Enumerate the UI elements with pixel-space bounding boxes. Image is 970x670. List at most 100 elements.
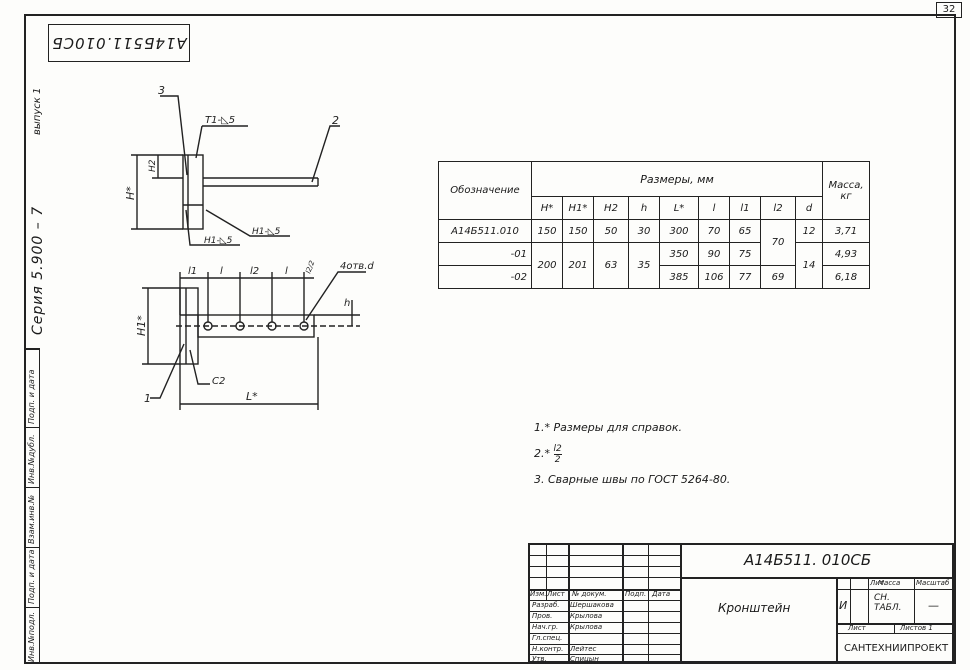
bracket-drawing: 3 2 1 Т1-◺5 Н1-◺5 Н1-◺5 H* H2 H1* L* l1 … [124, 84, 374, 410]
cell-l1: 77 [729, 265, 761, 289]
cell-l: 70 [698, 219, 730, 243]
inverted-stamp: А14Б511.010СБ [48, 24, 190, 62]
side-cell: Подп. и дата [25, 349, 39, 427]
header-designation: Обозначение [438, 161, 532, 220]
role: Н.контр. [532, 645, 564, 653]
header-l2: l2 [760, 196, 796, 220]
cell-mass: 3,71 [822, 219, 870, 243]
side-cell: Взам.инв.№ [25, 487, 39, 547]
title-block: Изм. Лист № докум. Подп. Дата Разраб. Пр… [528, 543, 954, 663]
leader-weld-t1 [195, 125, 203, 159]
role: Пров. [532, 612, 553, 620]
cell-h-merged: 35 [628, 242, 660, 289]
header-h: h [628, 196, 660, 220]
dimensions-table: Обозначение Размеры, мм Масса, кг H* H1*… [438, 161, 870, 289]
notes: 1.* Размеры для справок. 2.* l2 2 3. Сва… [534, 415, 730, 493]
cell-mass: 6,18 [822, 265, 870, 289]
side-cell: Инв.№подл. [25, 607, 39, 663]
cell-H1-merged: 201 [562, 242, 594, 289]
label-pos3: 3 [158, 84, 165, 97]
cell-H: 150 [531, 219, 563, 243]
label-c2: С2 [212, 376, 225, 387]
cell-L: 300 [659, 219, 699, 243]
sheets-label: Листов 1 [900, 624, 933, 632]
cell-l2: 69 [760, 265, 796, 289]
role: Нач.гр. [532, 623, 559, 631]
leader-c2 [189, 349, 210, 385]
header-H2: H2 [593, 196, 629, 220]
cell-L: 385 [659, 265, 699, 289]
cell-h: 30 [628, 219, 660, 243]
label-l-b: l [285, 266, 288, 277]
side-cell: Инв.№дубл. [25, 427, 39, 487]
label-h: h [344, 298, 350, 309]
person: Лейтес [570, 645, 597, 653]
leader-1 [150, 343, 185, 399]
role: Утв. [532, 655, 547, 663]
label-holes: 4отв.d [340, 261, 374, 272]
cell-l1: 65 [729, 219, 761, 243]
note-2-prefix: 2.* [534, 447, 550, 460]
label-l1: l1 [188, 266, 197, 277]
label-pos2: 2 [332, 114, 339, 127]
header-sizes-group: Размеры, мм [531, 161, 823, 197]
note-2: 2.* l2 2 [534, 441, 730, 467]
header-d: d [795, 196, 823, 220]
label-H2: H2 [148, 159, 158, 172]
label-pos1: 1 [144, 392, 151, 405]
label-weld-t1: Т1-◺5 [205, 115, 235, 126]
page-number: 32 [936, 2, 962, 18]
leader-3 [160, 95, 188, 176]
side-cell: Подп. и дата [25, 547, 39, 607]
header-H1: H1* [562, 196, 594, 220]
header-mass: Масса, кг [822, 161, 870, 220]
leader-holes [305, 271, 366, 321]
side-label: Инв.№дубл. [27, 434, 36, 484]
sheet-label: Лист [848, 624, 866, 632]
cell-d-merged: 14 [795, 242, 823, 289]
leader-weld-n1 [205, 209, 290, 237]
side-approval-column: Подп. и дата Инв.№дубл. Взам.инв.№ Подп.… [24, 348, 40, 664]
person: Шершакова [570, 601, 614, 609]
drawing-frame [24, 14, 956, 664]
label-l2-half: l2/2 [304, 259, 316, 275]
cell-mass: 4,93 [822, 242, 870, 266]
table-row: А14Б511.010 150 150 50 30 300 70 65 70 1… [438, 219, 870, 266]
leader-2 [311, 125, 340, 183]
header-H: H* [531, 196, 563, 220]
scale-label: Масштаб [916, 579, 950, 587]
scale-value: — [928, 599, 939, 612]
label-H: H* [124, 186, 137, 200]
note-3: 3. Сварные швы по ГОСТ 5264-80. [534, 473, 731, 486]
label-H1: H1* [135, 315, 148, 336]
cell-H2: 50 [593, 219, 629, 243]
cell-H1: 150 [562, 219, 594, 243]
label-l-a: l [220, 266, 223, 277]
person: Спицын [570, 655, 599, 663]
person: Крылова [570, 623, 603, 631]
role: Гл.спец. [532, 634, 563, 642]
hdr-sign: Подп. [625, 590, 647, 598]
cell-l1: 75 [729, 242, 761, 266]
side-label: Подп. и дата [27, 549, 36, 605]
table-row: -01 200 201 63 35 350 90 75 14 4,93 [438, 242, 870, 289]
hdr-doc: № докум. [572, 590, 607, 598]
cell-l: 106 [698, 265, 730, 289]
lit-label: Лит. [870, 579, 887, 587]
hdr-izm: Изм. [530, 590, 547, 598]
header-l1: l1 [729, 196, 761, 220]
cell-l2-merged: 70 [760, 219, 796, 266]
mass-value: СН. ТАБЛ. [874, 593, 902, 613]
note-1: 1.* Размеры для справок. [534, 421, 683, 434]
header-l: l [698, 196, 730, 220]
lit-value: И [839, 599, 848, 612]
cell-l: 90 [698, 242, 730, 266]
vertical-plate-top [182, 154, 204, 230]
cell-designation: -01 [438, 242, 532, 266]
person: Крылова [570, 612, 603, 620]
mass-label-text: Масса [878, 579, 901, 587]
cell-d: 12 [795, 219, 823, 243]
item-name: Кронштейн [718, 601, 791, 615]
cell-L: 350 [659, 242, 699, 266]
header-L: L* [659, 196, 699, 220]
